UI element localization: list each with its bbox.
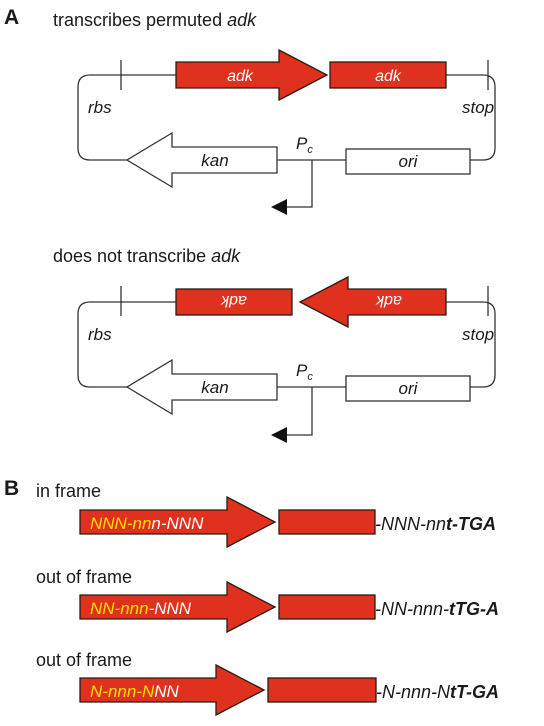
promoter-label-1: Pc bbox=[296, 134, 313, 156]
kan-label-1: kan bbox=[201, 151, 228, 170]
frame-row-3-sequence: -N-nnn-NtT-GA bbox=[376, 682, 499, 702]
promoter-label-2: Pc bbox=[296, 361, 313, 383]
adk-arrow-label-1: adk bbox=[227, 68, 254, 85]
kan-label-2: kan bbox=[201, 378, 228, 397]
frame-row-3-arrow bbox=[79, 663, 266, 717]
ori-label-2: ori bbox=[399, 379, 419, 398]
construct-2-caption: does not transcribe adk bbox=[53, 246, 241, 266]
frame-row-2-arrow bbox=[79, 580, 277, 634]
frame-row-1-arrow bbox=[79, 495, 277, 549]
adk-box-label-1: adk bbox=[375, 68, 402, 85]
frame-row-2: out of frame NN-nnn-NNN -NN-nnn-tTG-A bbox=[36, 567, 499, 634]
frame-row-1-sequence: -NNN-nnt-TGA bbox=[375, 514, 496, 534]
frame-row-2-box bbox=[278, 594, 376, 620]
panel-a-label: A bbox=[4, 6, 19, 29]
ori-label-1: ori bbox=[399, 152, 419, 171]
construct-1-caption: transcribes permuted adk bbox=[53, 10, 257, 30]
ori-box-2 bbox=[345, 375, 471, 402]
adk-box-label-2: adk bbox=[220, 292, 247, 309]
ori-box-1 bbox=[345, 148, 471, 175]
promoter-arrowhead-1 bbox=[271, 199, 287, 215]
frame-row-1: in frame NNN-nnn-NNN -NNN-nnt-TGA bbox=[36, 481, 496, 549]
adk-arrow-2 bbox=[298, 275, 447, 329]
stop-label-1: stop bbox=[462, 98, 494, 117]
adk-arrow-label-2: adk bbox=[375, 292, 402, 309]
promoter-line-2 bbox=[285, 387, 313, 436]
stop-label-2: stop bbox=[462, 325, 494, 344]
frame-row-1-box bbox=[278, 509, 376, 535]
kan-arrow-1 bbox=[125, 131, 278, 189]
promoter-line-1 bbox=[285, 160, 313, 208]
rbs-label-2: rbs bbox=[88, 325, 112, 344]
kan-arrow-2 bbox=[125, 358, 278, 416]
frame-row-2-caption: out of frame bbox=[36, 567, 132, 587]
construct-1: transcribes permuted adk adk adk rbs sto… bbox=[53, 10, 496, 215]
adk-box-1 bbox=[329, 61, 447, 89]
rbs-label-1: rbs bbox=[88, 98, 112, 117]
frame-row-3-box bbox=[267, 677, 377, 703]
frame-row-3-caption: out of frame bbox=[36, 650, 132, 670]
promoter-arrowhead-2 bbox=[271, 427, 287, 443]
adk-arrow-1 bbox=[175, 48, 329, 102]
frame-row-3-arrow-text: N-nnn-NNN bbox=[90, 682, 180, 701]
frame-row-2-sequence: -NN-nnn-tTG-A bbox=[375, 599, 499, 619]
frame-row-2-arrow-text: NN-nnn-NNN bbox=[90, 599, 192, 618]
panel-b-label: B bbox=[4, 477, 19, 500]
construct-2: does not transcribe adk adk adk rbs stop… bbox=[53, 246, 496, 443]
adk-box-2 bbox=[175, 288, 293, 316]
frame-row-3: out of frame N-nnn-NNN -N-nnn-NtT-GA bbox=[36, 650, 499, 717]
frame-row-1-caption: in frame bbox=[36, 481, 101, 501]
frame-row-1-arrow-text: NNN-nnn-NNN bbox=[90, 514, 204, 533]
